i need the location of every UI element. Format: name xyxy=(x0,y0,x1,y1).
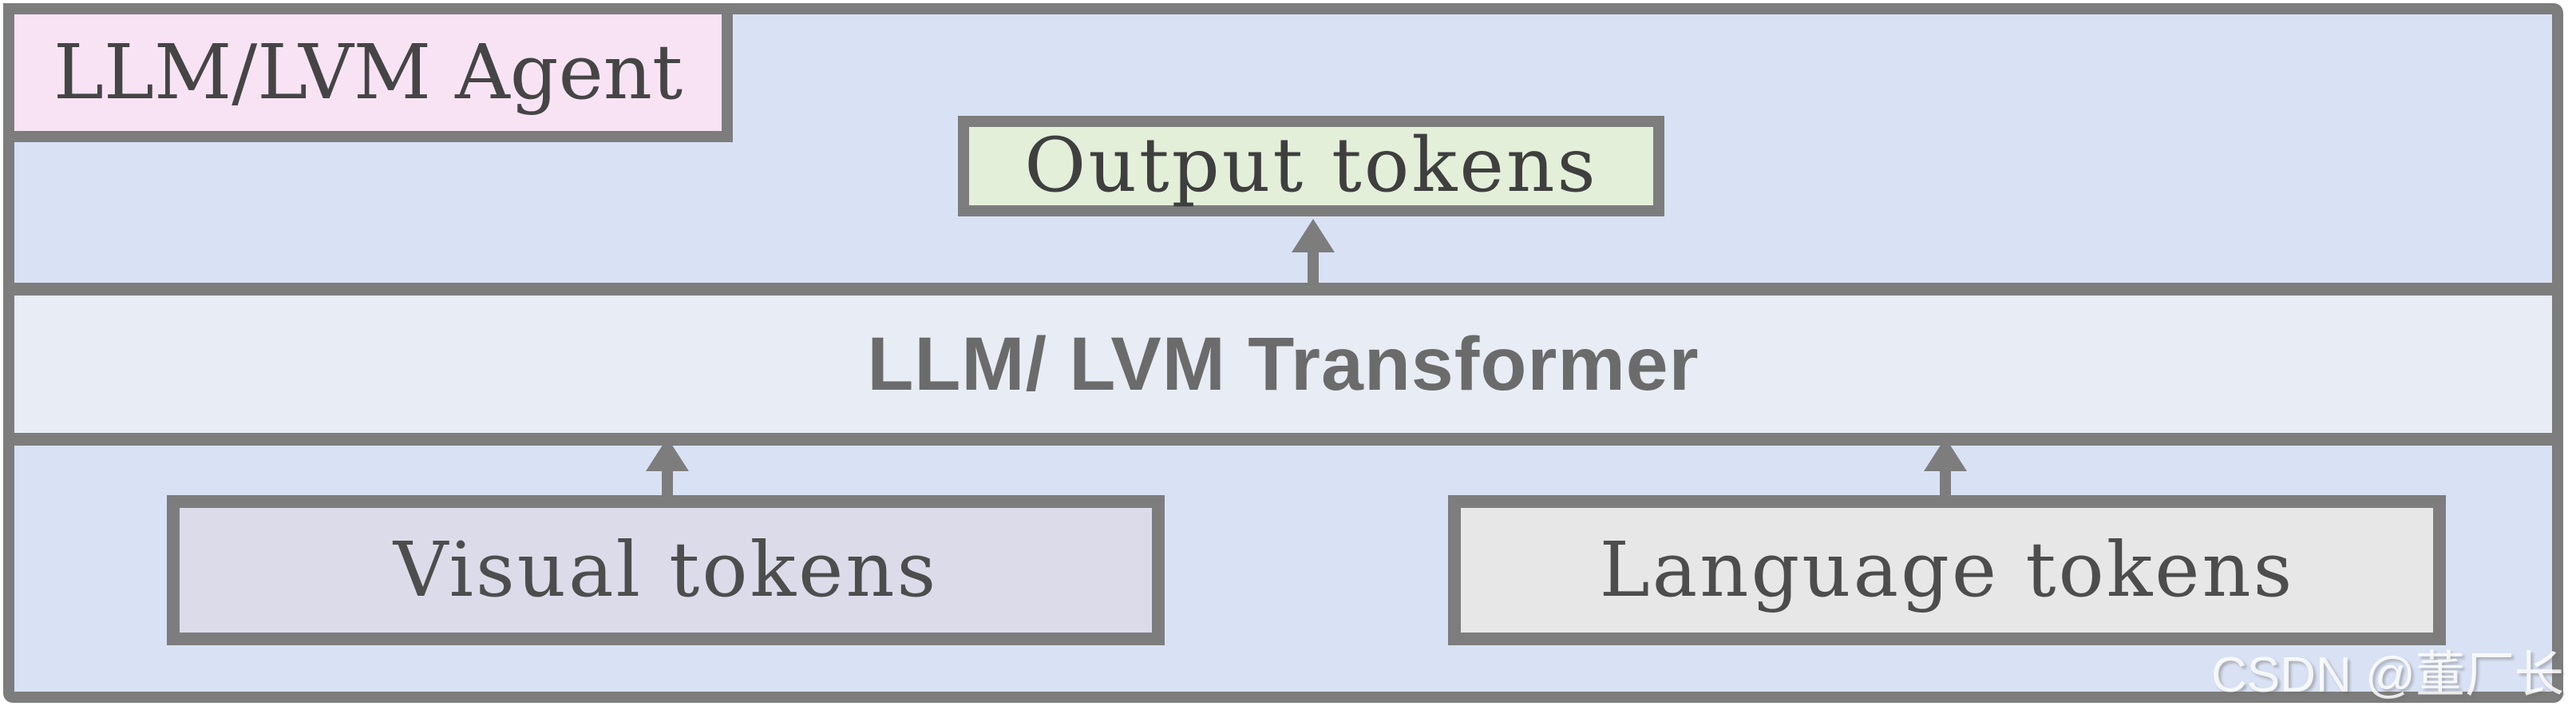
arrow-head-icon xyxy=(1292,219,1335,252)
arrow-shaft xyxy=(662,466,673,497)
arrow-head-icon xyxy=(646,438,689,471)
arrow-head-icon xyxy=(1924,438,1967,471)
output-tokens-label: Output tokens xyxy=(1024,122,1598,209)
transformer-label: LLM/ LVM Transformer xyxy=(867,321,1700,407)
arrow-shaft xyxy=(1940,466,1951,497)
arrow-shaft xyxy=(1308,248,1319,283)
visual-tokens-label: Visual tokens xyxy=(393,526,939,614)
transformer-band: LLM/ LVM Transformer xyxy=(14,283,2552,446)
visual-tokens-box: Visual tokens xyxy=(167,495,1165,645)
agent-title-box: LLM/LVM Agent xyxy=(3,3,733,142)
csdn-watermark: CSDN @董厂长 xyxy=(2211,648,2564,703)
language-tokens-label: Language tokens xyxy=(1599,526,2295,614)
output-tokens-box: Output tokens xyxy=(958,116,1664,216)
language-tokens-box: Language tokens xyxy=(1448,495,2446,645)
arrow-transformer-to-output-icon xyxy=(1292,219,1335,283)
arrow-language-to-transformer-icon xyxy=(1924,438,1967,497)
arrow-visual-to-transformer-icon xyxy=(646,438,689,497)
agent-title-label: LLM/LVM Agent xyxy=(53,28,683,117)
